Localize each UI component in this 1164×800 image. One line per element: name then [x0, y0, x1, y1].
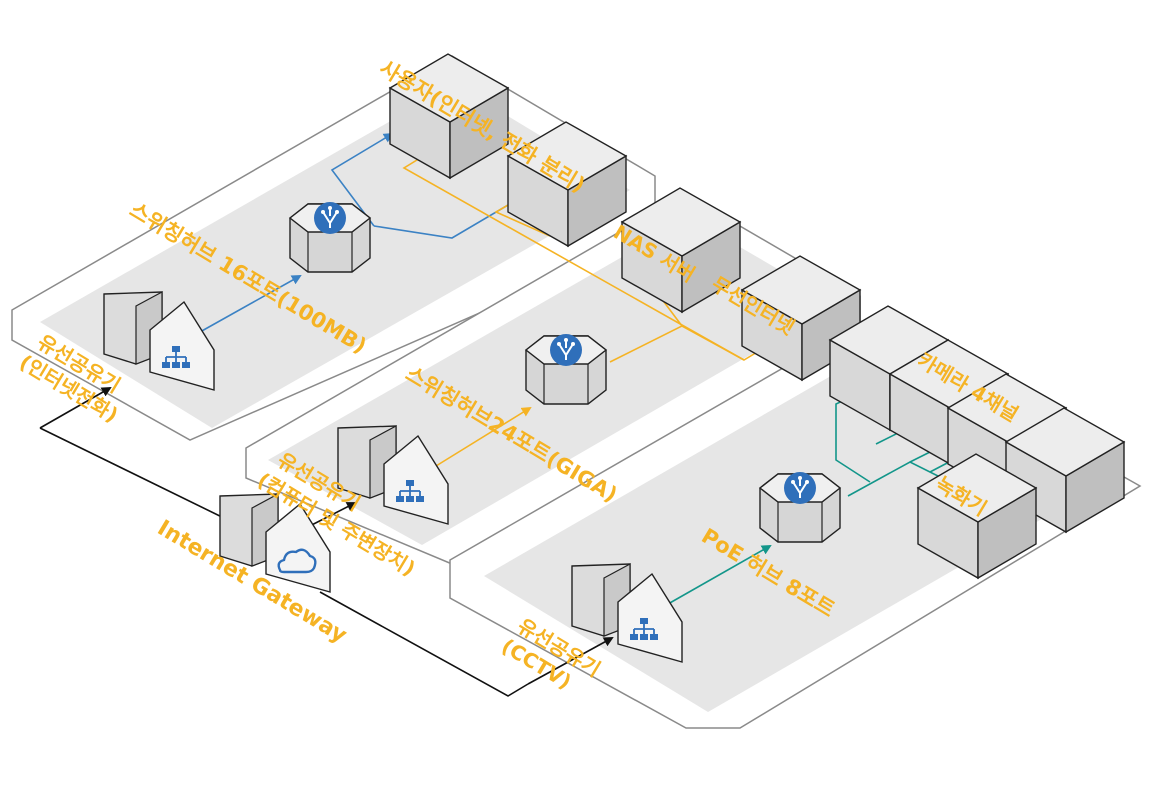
network-router-icon [630, 618, 658, 640]
network-router-icon [162, 346, 190, 368]
server-boxes [388, 53, 1126, 580]
hub-poe[interactable] [758, 472, 842, 543]
cloud-icon [277, 548, 317, 574]
box-user-1[interactable] [388, 53, 510, 180]
hub-icon [784, 472, 816, 504]
box-recorder[interactable] [916, 453, 1038, 580]
hub-icon [550, 334, 582, 366]
internet-gateway[interactable] [219, 492, 331, 593]
router-pc[interactable] [337, 424, 449, 525]
router-phone[interactable] [103, 290, 215, 391]
hub-phone[interactable] [288, 202, 372, 273]
hub-icon [314, 202, 346, 234]
box-nas[interactable] [620, 187, 742, 314]
router-cctv[interactable] [571, 562, 683, 663]
box-user-2[interactable] [506, 121, 628, 248]
network-router-icon [396, 480, 424, 502]
box-camera-4[interactable] [1004, 407, 1126, 534]
hub-pc[interactable] [524, 334, 608, 405]
